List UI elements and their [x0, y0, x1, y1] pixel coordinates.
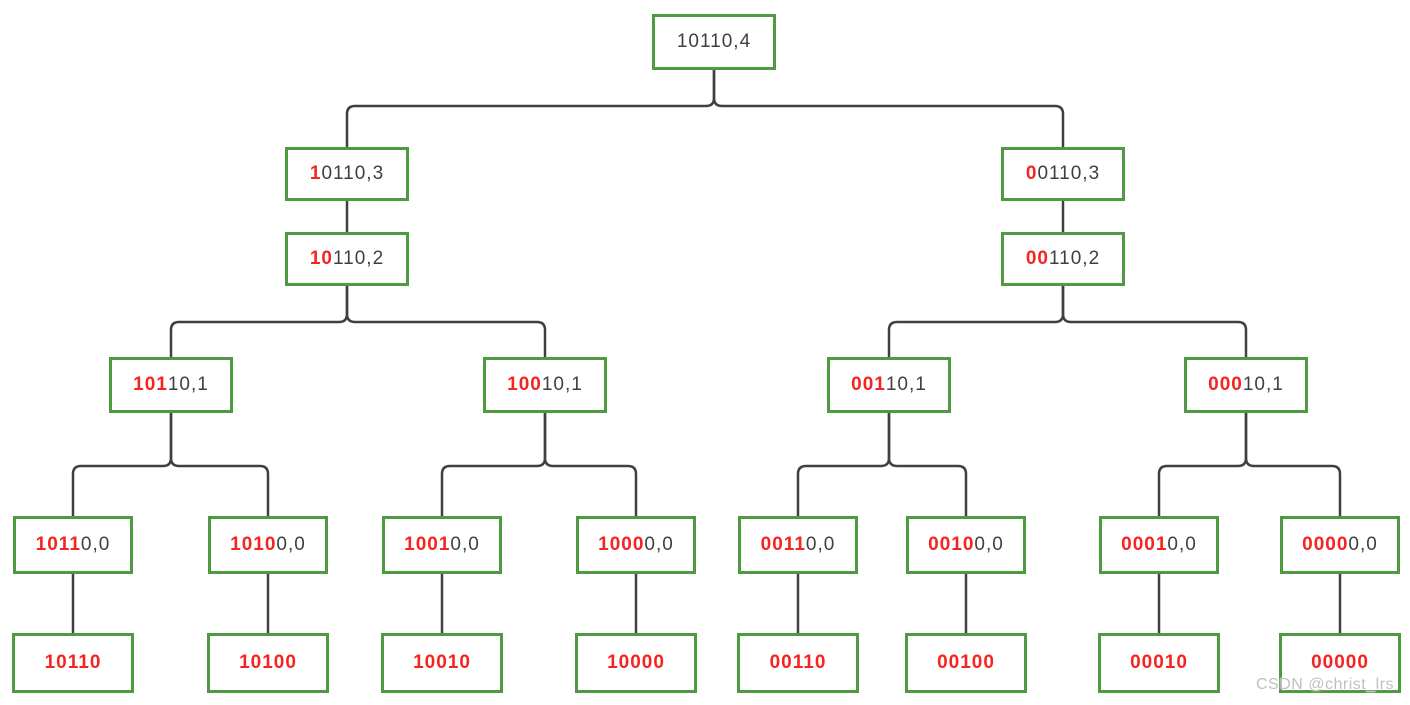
node-red-digits: 10110	[44, 652, 102, 673]
node-red-digits: 0001	[1121, 534, 1168, 555]
leaf-00000: 00000	[1279, 633, 1401, 693]
node-dark-digits: 110,2	[1049, 248, 1101, 269]
node-dark-digits: 10110,4	[676, 31, 752, 52]
leaf-10000: 10000	[575, 633, 697, 693]
node-red-digits: 1	[309, 163, 322, 184]
node-red-digits: 0000	[1302, 534, 1349, 555]
node-red-digits: 00010	[1130, 652, 1188, 673]
node-red-digits: 1000	[598, 534, 645, 555]
node-red-digits: 00	[1025, 248, 1049, 269]
node-dark-digits: 10,1	[167, 374, 209, 395]
node-dark-digits: 0110,3	[321, 163, 385, 184]
node-red-digits: 00110	[769, 652, 827, 673]
leaf-10100: 10100	[207, 633, 329, 693]
node-dark-digits: 0,0	[974, 534, 1004, 555]
node-dark-digits: 10,1	[1242, 374, 1284, 395]
node-dark-digits: 10,1	[541, 374, 583, 395]
node-dark-digits: 0,0	[1167, 534, 1197, 555]
node-10110-4: 10110,4	[652, 14, 776, 70]
node-red-digits: 100	[507, 374, 542, 395]
node-dark-digits: 0,0	[450, 534, 480, 555]
leaf-10110: 10110	[12, 633, 134, 693]
leaf-00100: 00100	[905, 633, 1027, 693]
node-dark-digits: 0,0	[644, 534, 674, 555]
node-dark-digits: 10,1	[885, 374, 927, 395]
node-dark-digits: 0,0	[805, 534, 836, 555]
node-red-digits: 101	[133, 374, 168, 395]
csdn-watermark: CSDN @christ_lrs	[1256, 676, 1395, 693]
node-red-digits: 10000	[607, 652, 665, 673]
node-dark-digits: 0110,3	[1037, 163, 1101, 184]
node-red-digits: 0010	[928, 534, 975, 555]
node-red-digits: 1011	[35, 534, 81, 555]
node-red-digits: 00100	[937, 652, 995, 673]
node-red-digits: 0011	[760, 534, 806, 555]
node-dark-digits: 0,0	[276, 534, 306, 555]
node-red-digits: 10010	[413, 652, 471, 673]
node-dark-digits: 0,0	[1348, 534, 1378, 555]
leaf-10010: 10010	[381, 633, 503, 693]
node-red-digits: 1001	[404, 534, 451, 555]
node-red-digits: 10	[309, 248, 333, 269]
node-red-digits: 000	[1208, 374, 1243, 395]
node-dark-digits: 110,2	[333, 248, 385, 269]
node-red-digits: 001	[851, 374, 886, 395]
leaf-00010: 00010	[1098, 633, 1220, 693]
node-red-digits: 00000	[1311, 652, 1369, 673]
node-dark-digits: 0,0	[80, 534, 111, 555]
node-red-digits: 1010	[230, 534, 277, 555]
node-red-digits: 10100	[239, 652, 297, 673]
node-red-digits: 0	[1025, 163, 1038, 184]
leaf-00110: 00110	[737, 633, 859, 693]
